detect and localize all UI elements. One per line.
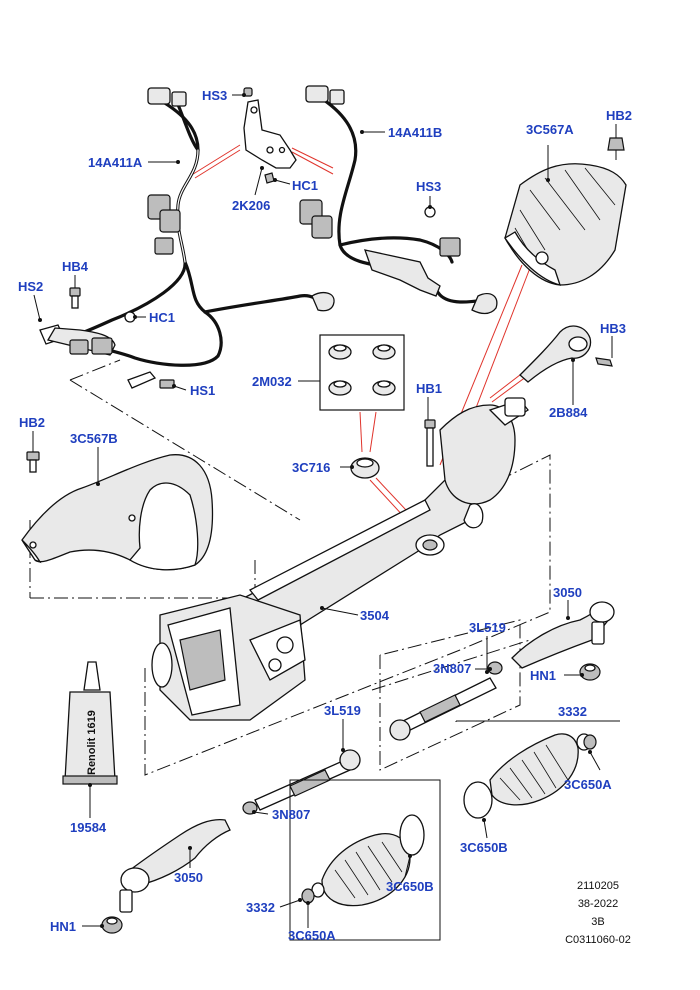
label-clamp-right-top: 3C650A — [564, 777, 612, 792]
nut-icon — [487, 661, 503, 675]
tie-rod-end-left — [101, 819, 231, 934]
reference-block: 2110205 38-2022 3B C0311060-02 — [565, 880, 631, 946]
label-hc1-left: HC1 — [149, 310, 175, 325]
label-hb2-left: HB2 — [19, 415, 45, 430]
label-shield-left: 3C567B — [70, 431, 118, 446]
label-bushing: 3C716 — [292, 460, 330, 475]
screw-hs1 — [159, 379, 175, 389]
reference-line-3: 3B — [591, 916, 604, 928]
heat-shield-3c567b — [21, 454, 214, 571]
boot-left-3332 — [289, 779, 441, 941]
bushing-kit-2m032 — [319, 334, 405, 411]
steering-gear-3504 — [151, 397, 529, 721]
label-hb4: HB4 — [62, 259, 89, 274]
wiring-harness-left — [39, 87, 335, 389]
heat-shield-3c567a — [504, 137, 627, 286]
label-nut-right: 3N807 — [433, 661, 471, 676]
reference-line-2: 38-2022 — [578, 898, 618, 910]
bracket-2k206 — [243, 87, 297, 184]
tie-rod-end-right — [511, 601, 615, 681]
label-hb1: HB1 — [416, 381, 442, 396]
label-hn1-left: HN1 — [50, 919, 76, 934]
reference-line-1: 2110205 — [577, 880, 619, 892]
label-hs3-right: HS3 — [416, 179, 441, 194]
label-inner-tie-rod-right: 3L519 — [469, 620, 506, 635]
bolt-hb1 — [424, 419, 436, 467]
label-hs2: HS2 — [18, 279, 43, 294]
label-boot-right: 3332 — [558, 704, 587, 719]
label-clamp-right-bottom: 3C650B — [460, 840, 508, 855]
grease-tube-label: Renolit 1619 — [86, 710, 98, 775]
connector-icon — [311, 291, 335, 312]
label-hs3-top: HS3 — [202, 88, 227, 103]
label-clamp-left-bottom: 3C650A — [288, 928, 336, 943]
label-shield-top: 3C567A — [526, 122, 574, 137]
inner-tie-rod-left — [242, 749, 361, 815]
grease-tube-19584 — [62, 661, 118, 785]
connector-icon — [305, 85, 329, 103]
bolt-hb4 — [69, 287, 81, 309]
fasteners — [26, 287, 436, 473]
reference-line-4: C0311060-02 — [565, 934, 631, 946]
label-bushing-kit: 2M032 — [252, 374, 292, 389]
label-hb2-top: HB2 — [606, 108, 632, 123]
label-harness-left: 14A411A — [88, 155, 143, 170]
label-boot-left: 3332 — [246, 900, 275, 915]
connector-icon — [471, 293, 498, 315]
label-nut-left: 3N807 — [272, 807, 310, 822]
support-bracket-2b884 — [519, 325, 613, 383]
label-clamp-left-top: 3C650B — [386, 879, 434, 894]
label-hb3: HB3 — [600, 321, 626, 336]
label-grease: 19584 — [70, 820, 107, 835]
label-tie-rod-end-right: 3050 — [553, 585, 582, 600]
label-support: 2B884 — [549, 405, 588, 420]
connector-icon — [147, 87, 171, 105]
inner-tie-rod-right — [389, 661, 503, 741]
label-inner-tie-rod-left: 3L519 — [324, 703, 361, 718]
connector-icon — [439, 237, 461, 257]
boot-right-3332 — [463, 733, 597, 819]
label-bracket: 2K206 — [232, 198, 270, 213]
label-tie-rod-end-left: 3050 — [174, 870, 203, 885]
label-hc1-top: HC1 — [292, 178, 318, 193]
label-hs1: HS1 — [190, 383, 215, 398]
label-harness-right: 14A411B — [388, 125, 442, 140]
wiring-harness-right — [299, 85, 498, 315]
bushing-icon — [328, 344, 396, 396]
label-gear: 3504 — [360, 608, 390, 623]
leader-lines — [32, 93, 620, 928]
bolt-hb2-left — [26, 451, 40, 473]
label-hn1-right: HN1 — [530, 668, 556, 683]
part-labels: HS3 14A411A 14A411B HC1 2K206 HS3 3C567A… — [18, 88, 632, 943]
